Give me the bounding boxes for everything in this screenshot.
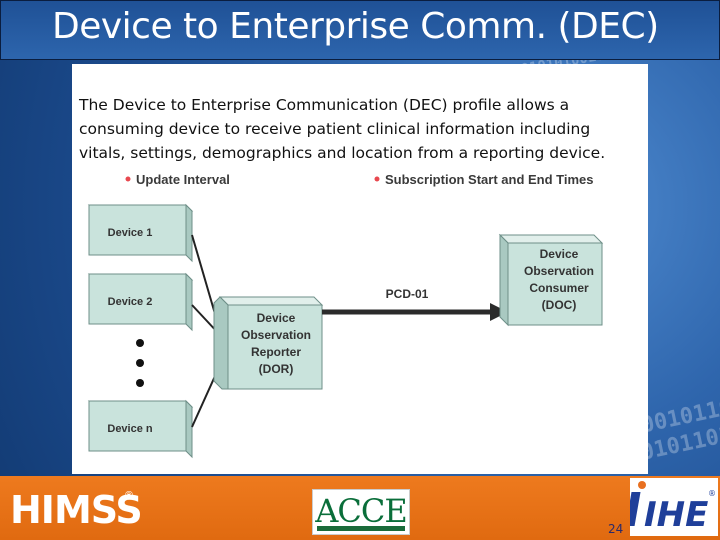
device-2-box: Device 2 [87, 272, 194, 332]
device-2-label: Device 2 [108, 296, 153, 308]
ellipsis-dot [136, 339, 144, 347]
consumer-label-line-4: (DOC) [542, 298, 577, 312]
page-number: 24 [608, 522, 624, 536]
acce-logo-strip [317, 526, 405, 531]
consumer-box: Device Observation Consumer (DOC) [498, 233, 604, 327]
acce-logo: ACCE [312, 489, 410, 535]
ihe-logo-i-mark [630, 492, 641, 526]
acce-logo-text: ACCE [315, 492, 407, 530]
pcd-01-label: PCD-01 [386, 287, 429, 301]
title-bar [0, 0, 720, 60]
ihe-logo: IHE ® [630, 478, 718, 536]
ihe-logo-dot [638, 481, 646, 489]
reporter-label-line-4: (DOR) [259, 362, 294, 376]
device-n-box: Device n [87, 399, 194, 459]
bullet-dot [125, 176, 131, 182]
ihe-registered-mark: ® [708, 489, 716, 498]
consumer-label-line-3: Consumer [529, 281, 589, 295]
ellipsis-dot [136, 379, 144, 387]
himss-registered-mark: ® [124, 490, 134, 501]
reporter-box: Device Observation Reporter (DOR) [213, 296, 324, 390]
device-1-label: Device 1 [108, 227, 153, 239]
reporter-label-line-3: Reporter [251, 345, 301, 359]
reporter-label-line-1: Device [257, 311, 296, 325]
pcd-01-arrow-head [490, 303, 508, 321]
consumer-label-line-2: Observation [524, 264, 594, 278]
slide-title: Device to Enterprise Comm. (DEC) [52, 6, 659, 47]
device-1-box: Device 1 [87, 203, 194, 263]
consumer-label-line-1: Device [540, 247, 579, 261]
device-n-label: Device n [107, 423, 153, 435]
ihe-logo-text: IHE [644, 495, 708, 535]
bullet-dot [374, 176, 380, 182]
dec-diagram: Update Interval Subscription Start and E… [87, 172, 604, 459]
reporter-label-line-2: Observation [241, 328, 311, 342]
ellipsis-dot [136, 359, 144, 367]
himss-logo: HIMSS [10, 488, 143, 532]
bullet-update-interval: Update Interval [136, 172, 230, 187]
intro-text: The Device to Enterprise Communication (… [79, 96, 606, 162]
bullet-subscription-times: Subscription Start and End Times [385, 172, 594, 187]
